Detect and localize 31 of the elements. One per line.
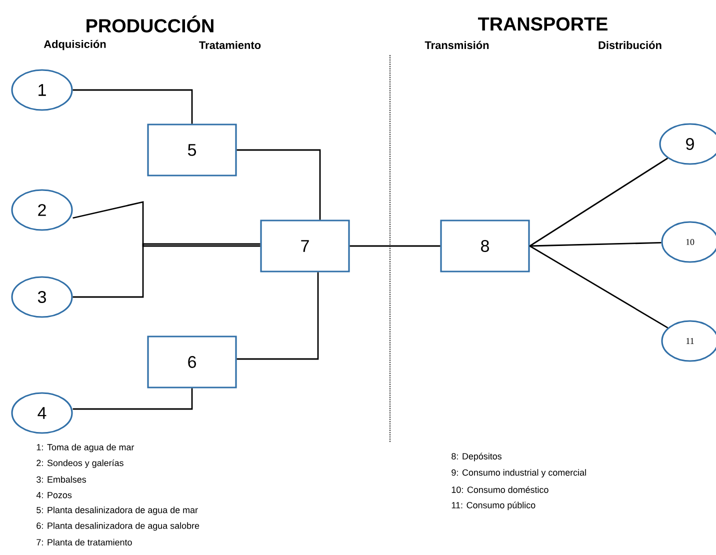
column-heading: Adquisición: [44, 40, 106, 50]
process-box: 5: [147, 124, 237, 176]
legend-entry: 3: Embalses: [36, 476, 86, 483]
connector-line: [236, 272, 319, 360]
process-box: 6: [147, 336, 237, 388]
legend-entry: 7: Planta de tratamiento: [36, 538, 132, 546]
heading: PRODUCCIÓN: [86, 16, 214, 32]
connector-line: [72, 89, 193, 124]
connector-line: [530, 242, 662, 247]
column-heading: Transmisión: [424, 40, 489, 50]
legend-entry: 4: Pozos: [36, 492, 72, 498]
legend-entry: 11: Consumo público: [452, 502, 536, 510]
connector-line: [72, 201, 260, 247]
connector-line: [529, 245, 668, 328]
process-box: 8: [440, 220, 530, 272]
legend-entry: 1: Toma de agua de mar: [36, 444, 134, 452]
connector-line: [236, 149, 321, 220]
column-heading: Tratamiento: [199, 40, 261, 50]
connector-line: [72, 243, 260, 298]
legend-entry: 8: Depósitos: [452, 452, 502, 462]
legend-entry: 6: Planta desalinizadora de agua salobre: [36, 522, 200, 531]
process-box: 7: [260, 220, 350, 272]
connector-line: [72, 388, 193, 410]
heading: TRANSPORTE: [478, 17, 608, 31]
legend-entry: 5: Planta desalinizadora de agua de mar: [36, 506, 198, 515]
column-heading: Distribución: [598, 40, 662, 50]
connector-line: [350, 245, 440, 247]
legend-entry: 10: Consumo doméstico: [452, 486, 548, 493]
connector-line: [529, 158, 668, 247]
legend-entry: 9: Consumo industrial y comercial: [452, 469, 586, 478]
legend-entry: 2: Sondeos y galerías: [36, 459, 124, 468]
